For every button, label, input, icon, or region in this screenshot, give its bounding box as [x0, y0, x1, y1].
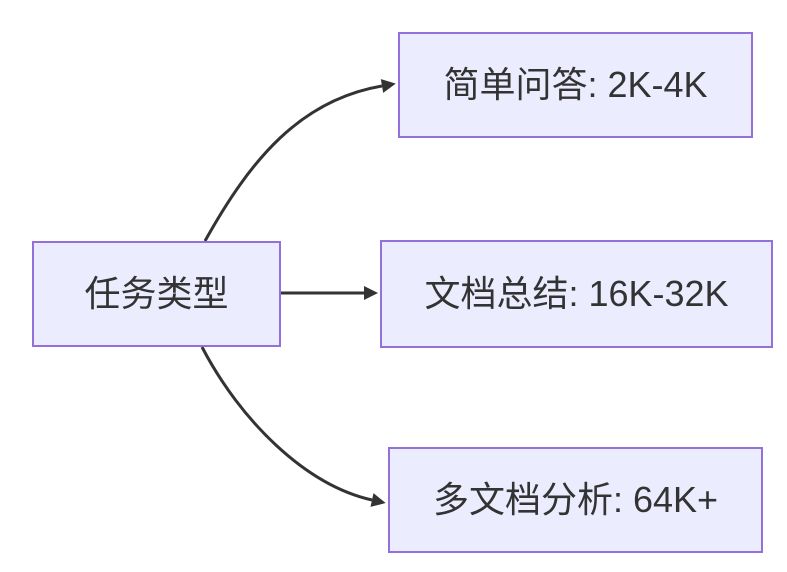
node-multi-doc: 多文档分析: 64K+	[388, 447, 763, 553]
node-simple-qa-label: 简单问答: 2K-4K	[443, 64, 708, 106]
node-task-type: 任务类型	[32, 241, 281, 347]
node-doc-summary-label: 文档总结: 16K-32K	[424, 273, 729, 315]
node-multi-doc-label: 多文档分析: 64K+	[432, 479, 719, 521]
edge-root-to-multi-doc	[200, 346, 386, 507]
edge-root-to-simple-qa	[203, 79, 396, 242]
node-doc-summary: 文档总结: 16K-32K	[380, 240, 773, 348]
node-simple-qa: 简单问答: 2K-4K	[398, 32, 753, 138]
node-task-type-label: 任务类型	[84, 273, 229, 315]
